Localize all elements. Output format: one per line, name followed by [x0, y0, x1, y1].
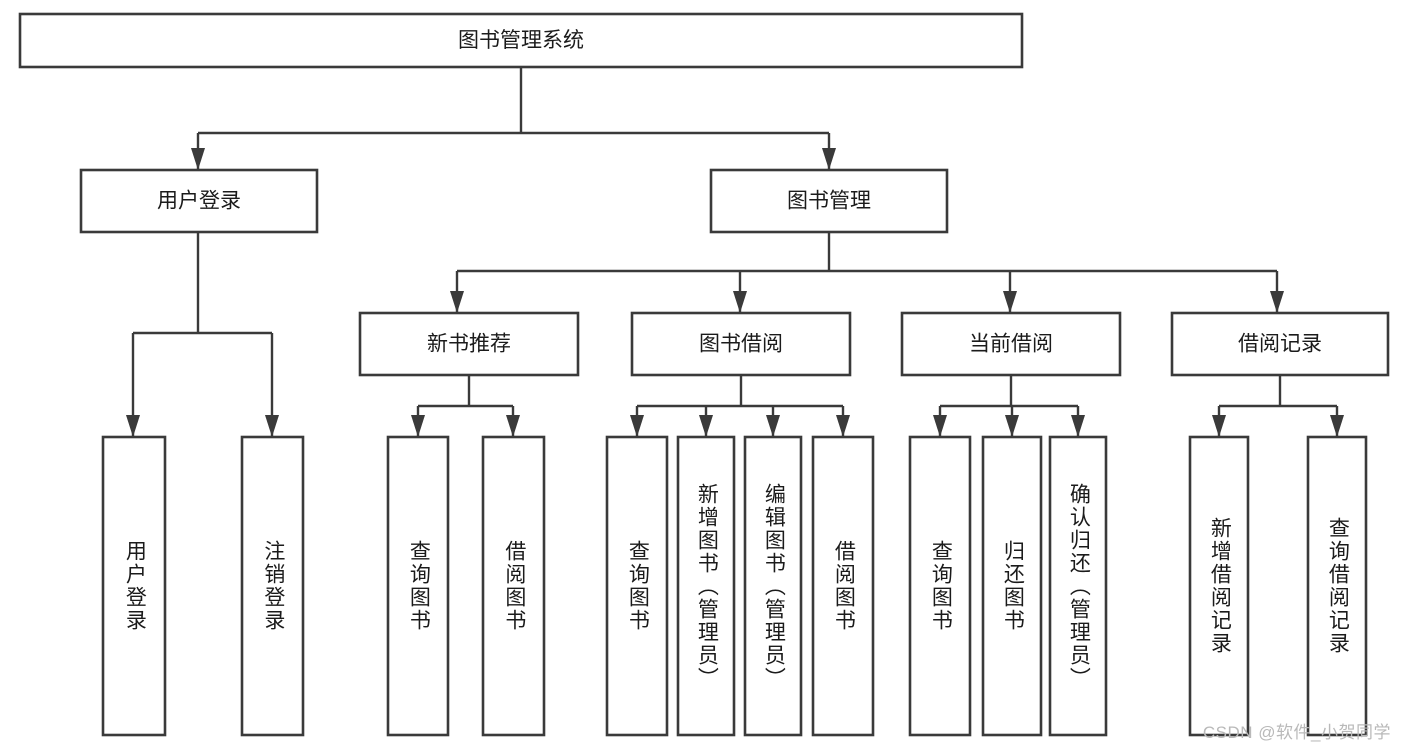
arrow-head-icon — [450, 291, 464, 313]
node-box-borrow-query-book[interactable] — [605, 435, 669, 737]
arrow-head-icon — [506, 415, 520, 437]
node-box-borrow-do-borrow[interactable] — [811, 435, 875, 737]
arrow-head-icon — [822, 148, 836, 170]
node-box-borrow-record[interactable] — [1170, 311, 1390, 377]
arrow-head-icon — [1270, 291, 1284, 313]
node-box-layer — [18, 12, 1390, 737]
node-box-cur-confirm-return[interactable] — [1048, 435, 1108, 737]
connector-layer — [126, 67, 1344, 437]
arrow-head-icon — [1003, 291, 1017, 313]
node-box-new-book-rec[interactable] — [358, 311, 580, 377]
node-box-cur-query-book[interactable] — [908, 435, 972, 737]
arrow-head-icon — [265, 415, 279, 437]
node-box-book-borrow[interactable] — [630, 311, 852, 377]
node-label-borrow-record: 借阅记录 — [1238, 333, 1322, 356]
node-box-rec-query-record[interactable] — [1306, 435, 1368, 737]
node-box-current-borrow[interactable] — [900, 311, 1122, 377]
node-box-cur-return-book[interactable] — [981, 435, 1043, 737]
node-label-new-book-rec: 新书推荐 — [427, 333, 511, 356]
node-box-borrow-add-book[interactable] — [676, 435, 736, 737]
arrow-head-icon — [411, 415, 425, 437]
node-box-user-login[interactable] — [79, 168, 319, 234]
node-box-book-manage[interactable] — [709, 168, 949, 234]
node-label-current-borrow: 当前借阅 — [969, 333, 1053, 356]
node-box-rec-add-record[interactable] — [1188, 435, 1250, 737]
arrow-head-icon — [933, 415, 947, 437]
arrow-head-icon — [1330, 415, 1344, 437]
node-label-book-manage: 图书管理 — [787, 190, 871, 213]
node-box-root[interactable] — [18, 12, 1024, 69]
arrow-head-icon — [630, 415, 644, 437]
arrow-head-icon — [1071, 415, 1085, 437]
arrow-head-icon — [1212, 415, 1226, 437]
node-box-rec-query-book[interactable] — [386, 435, 450, 737]
node-box-user-logout[interactable] — [240, 435, 305, 737]
arrow-head-icon — [1005, 415, 1019, 437]
node-label-book-borrow: 图书借阅 — [699, 333, 783, 356]
arrow-head-icon — [733, 291, 747, 313]
arrow-head-icon — [836, 415, 850, 437]
arrow-head-icon — [126, 415, 140, 437]
arrow-head-icon — [699, 415, 713, 437]
csdn-watermark: CSDN @软件_小贺同学 — [1202, 723, 1391, 742]
node-box-rec-borrow-book[interactable] — [481, 435, 546, 737]
arrow-head-icon — [766, 415, 780, 437]
arrow-head-icon — [191, 148, 205, 170]
node-label-user-login: 用户登录 — [157, 190, 241, 213]
node-label-root: 图书管理系统 — [458, 29, 584, 52]
node-box-user-login-do[interactable] — [101, 435, 167, 737]
node-box-borrow-edit-book[interactable] — [743, 435, 803, 737]
